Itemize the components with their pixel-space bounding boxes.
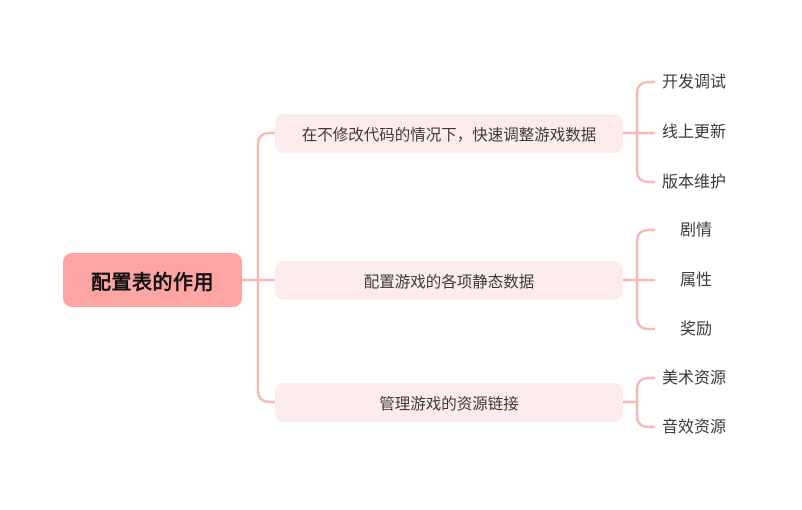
branch-node-2[interactable]: 配置游戏的各项静态数据 — [275, 261, 623, 300]
root-node-label: 配置表的作用 — [91, 269, 214, 294]
leaf-node-story[interactable]: 剧情 — [680, 220, 713, 239]
leaf-node-art-resources[interactable]: 美术资源 — [662, 368, 727, 387]
connector-branch-2-leaf-1 — [635, 228, 656, 282]
root-node[interactable]: 配置表的作用 — [63, 253, 242, 307]
branch-node-1[interactable]: 在不修改代码的情况下，快速调整游戏数据 — [275, 114, 623, 153]
leaf-node-version-maintenance[interactable]: 版本维护 — [662, 172, 727, 191]
branch-node-3-label: 管理游戏的资源链接 — [379, 394, 519, 413]
leaf-node-dev-debug[interactable]: 开发调试 — [662, 72, 727, 91]
connector-branch-3-leaf-1 — [635, 376, 656, 404]
branch-node-1-label: 在不修改代码的情况下，快速调整游戏数据 — [301, 125, 597, 144]
connector-branch-1-leaf-3 — [635, 131, 656, 184]
connector-branch-2-leaf-3 — [635, 278, 656, 331]
leaf-node-rewards[interactable]: 奖励 — [680, 319, 713, 338]
leaf-node-online-update[interactable]: 线上更新 — [662, 122, 727, 141]
connector-branch-3-leaf-2 — [635, 400, 656, 429]
branch-node-3[interactable]: 管理游戏的资源链接 — [275, 383, 623, 422]
connector-branch-1-leaf-1 — [635, 80, 656, 135]
connector-root-branch-1 — [256, 131, 277, 282]
branch-node-2-label: 配置游戏的各项静态数据 — [363, 272, 535, 291]
leaf-node-attributes[interactable]: 属性 — [680, 270, 713, 289]
leaf-node-audio-resources[interactable]: 音效资源 — [662, 417, 727, 436]
connector-root-branch-3 — [256, 278, 277, 404]
